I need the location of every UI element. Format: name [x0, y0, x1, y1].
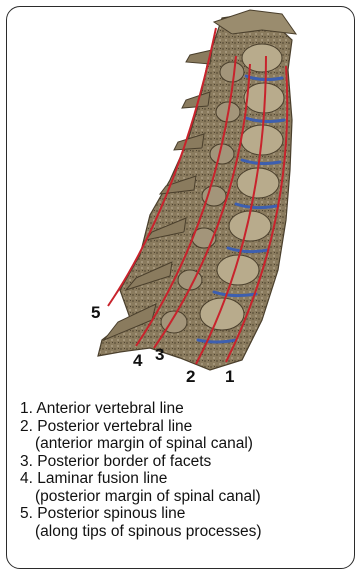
legend-item-1: 1. Anterior vertebral line [20, 400, 262, 418]
legend-item-2: 2. Posterior vertebral line (anterior ma… [20, 418, 262, 453]
legend-item-3: 3. Posterior border of facets [20, 453, 262, 471]
line-marker-1: 1 [225, 367, 234, 387]
legend-item-subtext: (posterior margin of spinal canal) [20, 488, 262, 506]
legend: 1. Anterior vertebral line 2. Posterior … [20, 400, 262, 540]
legend-item-text: 5. Posterior spinous line [20, 505, 185, 522]
legend-item-subtext: (along tips of spinous processes) [20, 523, 262, 541]
legend-item-text: 2. Posterior vertebral line [20, 418, 192, 435]
line-marker-4: 4 [133, 351, 142, 371]
legend-item-5: 5. Posterior spinous line (along tips of… [20, 505, 262, 540]
legend-item-text: 3. Posterior border of facets [20, 453, 211, 470]
line-marker-2: 2 [186, 367, 195, 387]
line-marker-3: 3 [155, 345, 164, 365]
legend-item-text: 1. Anterior vertebral line [20, 400, 184, 417]
legend-item-text: 4. Laminar fusion line [20, 470, 167, 487]
line-marker-5: 5 [91, 303, 100, 323]
legend-item-4: 4. Laminar fusion line (posterior margin… [20, 470, 262, 505]
legend-item-subtext: (anterior margin of spinal canal) [20, 435, 262, 453]
occipital-fragment [214, 10, 296, 34]
